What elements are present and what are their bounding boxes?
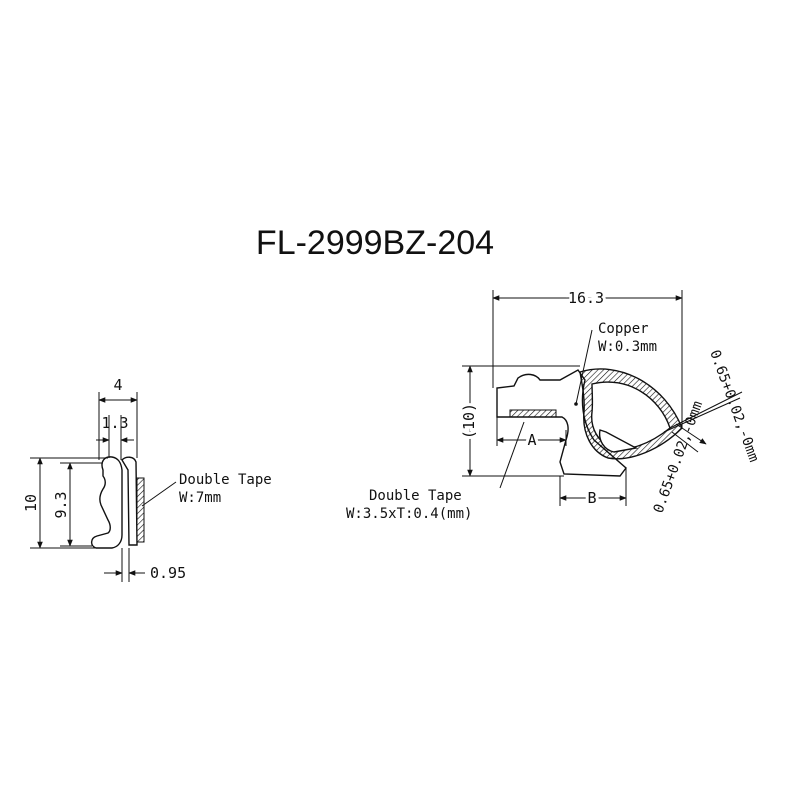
left-profile-outline: [90, 456, 123, 549]
left-height-dim: 10: [22, 494, 40, 512]
left-inner-width-dim: 1.3: [101, 414, 128, 432]
left-profile-inner: [121, 456, 138, 546]
left-tape-label: Double Tape: [179, 472, 272, 488]
left-tape-spec: W:7mm: [179, 490, 221, 506]
copper-leader: [575, 329, 593, 405]
left-double-tape: [136, 477, 145, 543]
part-number-title: FL-2999BZ-204: [256, 224, 494, 262]
right-height-dim: (10): [460, 403, 478, 439]
dim-a: A: [527, 431, 536, 449]
tol-top-leader: [669, 391, 743, 429]
left-tape-leader: [141, 481, 177, 507]
left-thickness-dim: 0.95: [150, 564, 186, 582]
right-profile-tail: [598, 429, 639, 453]
dim-b: B: [587, 489, 596, 507]
right-tape-label: Double Tape: [369, 488, 462, 504]
right-double-tape: [509, 409, 557, 418]
right-tape-leader: [499, 421, 525, 489]
left-width-dim: 4: [113, 376, 122, 394]
right-profile: 16.3 (10) A B Copper W:0.3mm Double Tape…: [346, 286, 762, 522]
copper-spec: W:0.3mm: [598, 339, 657, 355]
left-inner-height-dim: 9.3: [52, 491, 70, 518]
right-width-dim: 16.3: [568, 289, 604, 307]
tol-bottom-leader: [671, 431, 699, 453]
copper-label: Copper: [598, 321, 649, 337]
right-tape-spec: W:3.5xT:0.4(mm): [346, 506, 472, 522]
left-profile: 4 1.3 10 9.3 0.95 Double Tape W:7mm: [22, 376, 272, 582]
